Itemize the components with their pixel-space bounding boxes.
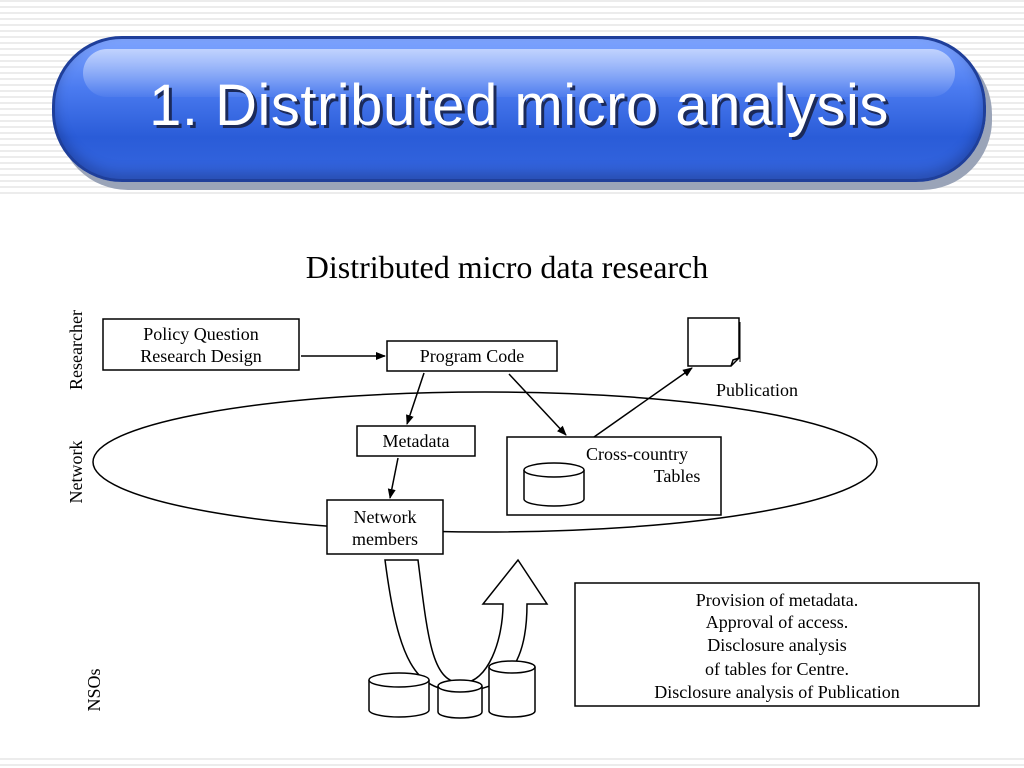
- publication-document-icon: [687, 317, 740, 367]
- nso-database-icon-1: [368, 672, 430, 718]
- arrow-program-to-metadata: [406, 372, 425, 425]
- network-members-line2: members: [352, 529, 418, 549]
- footer-background: [0, 758, 1024, 768]
- banner-gloss: [83, 49, 955, 97]
- diagram-title: Distributed micro data research: [306, 249, 709, 285]
- network-ellipse: [92, 391, 878, 533]
- nso-task-line: Provision of metadata.: [696, 590, 858, 610]
- lane-label-researcher: Researcher: [66, 310, 86, 390]
- lane-label-nsos: NSOs: [84, 668, 104, 711]
- arrow-metadata-to-members: [387, 457, 399, 499]
- document-fold: [730, 357, 740, 367]
- arrow-program-to-tables: [508, 373, 567, 436]
- metadata-box: [356, 425, 476, 457]
- lane-label-network: Network: [66, 441, 86, 504]
- tables-label: Tables: [654, 466, 701, 486]
- network-members-box: [326, 499, 444, 555]
- nso-database-icon-3: [488, 660, 536, 718]
- slide-title: 1. Distributed micro analysis: [149, 73, 889, 138]
- nso-tasks-box: [574, 582, 980, 707]
- nso-task-line: Approval of access.: [706, 612, 848, 632]
- nso-task-line: Disclosure analysis of Publication: [654, 682, 899, 702]
- title-banner: 1. Distributed micro analysis: [52, 36, 986, 182]
- policy-box: [102, 318, 300, 371]
- nso-task-line: Disclosure analysis: [707, 635, 846, 655]
- arrow-tables-to-publication: [593, 367, 693, 438]
- program-code-box: [386, 340, 558, 372]
- nso-database-icon-2: [437, 679, 483, 719]
- cross-country-label: Cross-country: [586, 444, 688, 464]
- publication-label: Publication: [716, 380, 798, 400]
- metadata-label: Metadata: [383, 431, 450, 451]
- nso-task-line: of tables for Centre.: [705, 659, 849, 679]
- research-design-label: Research Design: [140, 346, 261, 366]
- network-members-line1: Network: [354, 507, 417, 527]
- database-icon: [523, 462, 585, 507]
- policy-question-label: Policy Question: [143, 324, 259, 344]
- program-code-label: Program Code: [420, 346, 524, 366]
